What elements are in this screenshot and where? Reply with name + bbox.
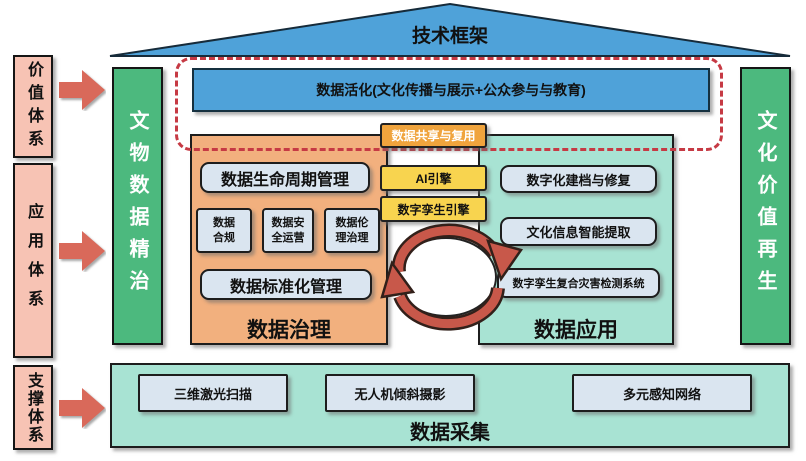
data-activation-bar: 数据活化(文化传播与展示+公众参与与教育) [192, 68, 710, 112]
cycle-arrows-icon [380, 223, 524, 331]
system-box-support: 支撑体系 [13, 365, 53, 450]
application-title: 数据应用 [534, 319, 618, 342]
arrow-right-icon [59, 231, 105, 271]
system-box-application: 应用体系 [13, 163, 53, 358]
arrow-right-icon [59, 70, 105, 110]
data-standardization-box: 数据标准化管理 [200, 269, 372, 300]
digital-twin-engine-box: 数字孪生引擎 [380, 196, 487, 222]
ai-engine-box: AI引擎 [380, 165, 487, 191]
data-security-ops-box: 数据安 全运营 [262, 208, 314, 253]
collection-title: 数据采集 [410, 421, 490, 444]
data-lifecycle-box: 数据生命周期管理 [200, 162, 370, 193]
data-sharing-reuse-box: 数据共享与复用 [380, 123, 487, 148]
data-compliance-box: 数据 合规 [196, 208, 252, 253]
roof-title: 技术框架 [411, 25, 488, 47]
digital-twin-disaster-detection-box: 数字孪生复合灾害检测系统 [497, 268, 660, 298]
digital-archiving-box: 数字化建档与修复 [500, 165, 657, 193]
pillar-heritage-data-governance: 文物数据精治 [112, 67, 163, 345]
pillar-cultural-value-regeneration: 文化价值再生 [740, 67, 791, 345]
uav-oblique-photography-box: 无人机倾斜摄影 [325, 374, 475, 412]
cultural-info-extraction-box: 文化信息智能提取 [500, 217, 657, 246]
data-ethics-box: 数据伦 理治理 [324, 208, 380, 253]
multi-sensing-network-box: 多元感知网络 [572, 374, 752, 412]
roof-triangle [109, 2, 791, 57]
laser-scanning-box: 三维激光扫描 [138, 374, 288, 412]
arrow-right-icon [59, 388, 105, 428]
system-box-value: 价值体系 [13, 55, 53, 158]
governance-title: 数据治理 [247, 319, 331, 342]
